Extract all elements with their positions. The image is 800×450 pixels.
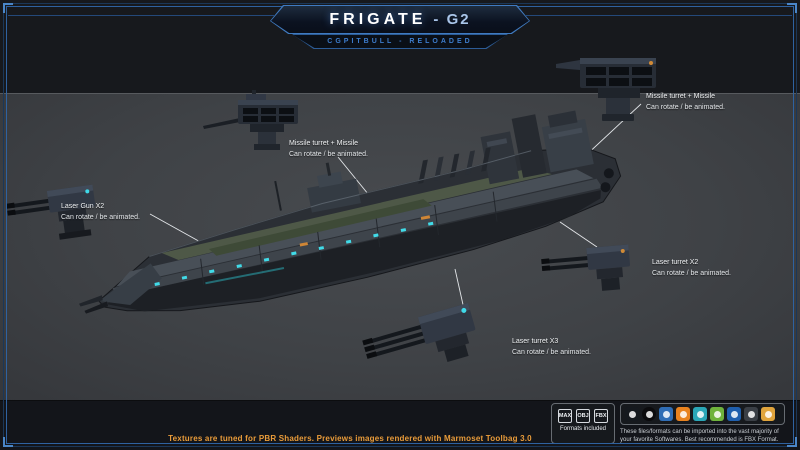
missile-turret-large-render [556, 58, 656, 121]
callout-sub: Can rotate / be animated. [512, 348, 591, 356]
product-title: FRIGATE [329, 10, 427, 28]
frigate-ship-render [79, 110, 622, 314]
formats-included-panel: MAX OBJ FBX Formats included [551, 403, 615, 444]
software-icon [761, 407, 775, 421]
header-wing-left [8, 15, 274, 16]
laser-turret-x2-render [541, 244, 630, 291]
callout-missile-turret-mid-left: Missile turret + Missile Can rotate / be… [289, 139, 368, 160]
software-icon [659, 407, 673, 421]
callout-laser-turret-bottom: Laser turret X3 Can rotate / be animated… [512, 337, 591, 358]
callout-sub: Can rotate / be animated. [652, 269, 731, 277]
software-icon [744, 407, 758, 421]
callout-sub: Can rotate / be animated. [289, 150, 368, 158]
callout-laser-gun-left: Laser Gun X2 Can rotate / be animated. [61, 202, 140, 223]
callout-title: Missile turret + Missile [646, 93, 716, 100]
callout-sub: Can rotate / be animated. [646, 103, 725, 111]
software-icons-panel [620, 403, 785, 425]
callout-sub: Can rotate / be animated. [61, 213, 140, 221]
software-icon [710, 407, 724, 421]
missile-turret-small-render [203, 90, 298, 150]
formats-included-label: Formats included [559, 426, 607, 432]
callout-title: Laser turret X2 [652, 259, 699, 266]
callout-missile-turret-top-right: Missile turret + Missile Can rotate / be… [646, 92, 725, 113]
title-plate: FRIGATE - G2 [270, 5, 530, 34]
callout-title: Laser Gun X2 [61, 203, 105, 210]
software-icon [693, 407, 707, 421]
pbr-shaders-note: Textures are tuned for PBR Shaders. Prev… [168, 434, 532, 443]
subtitle-plate: CGPITBULL - RELOADED [292, 34, 508, 49]
callout-title: Laser turret X3 [512, 338, 559, 345]
brand-subtitle: CGPITBULL - RELOADED [327, 38, 473, 45]
callout-laser-turret-right: Laser turret X2 Can rotate / be animated… [652, 258, 731, 279]
fbx-format-icon: FBX [594, 409, 608, 423]
format-icons-row: MAX OBJ FBX [552, 409, 614, 423]
laser-turret-x3-render [362, 303, 476, 362]
software-icon [642, 407, 656, 421]
import-note: These files/formats can be imported into… [620, 429, 779, 444]
obj-format-icon: OBJ [576, 409, 590, 423]
software-icon [625, 407, 639, 421]
product-title-suffix: - G2 [433, 11, 471, 28]
max-format-icon: MAX [558, 409, 572, 423]
callout-title: Missile turret + Missile [289, 140, 359, 147]
software-icon [727, 407, 741, 421]
laser-gun-render [6, 184, 96, 240]
header-wing-right [526, 15, 792, 16]
software-icon [676, 407, 690, 421]
